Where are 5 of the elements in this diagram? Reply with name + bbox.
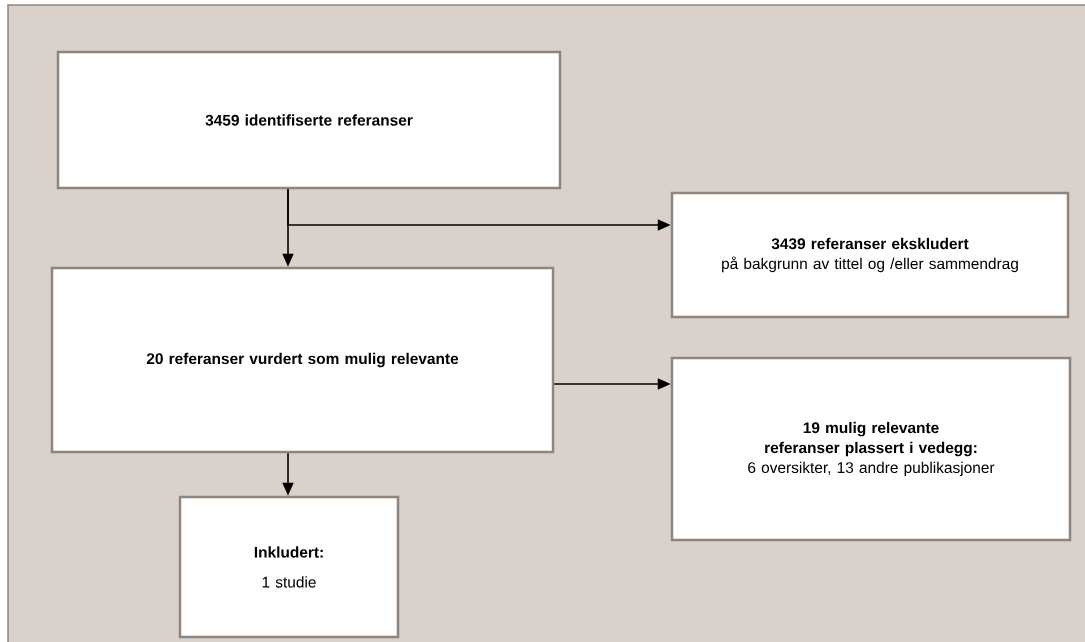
process-box: 19 mulig relevante referanser plassert i vedegg: 6 oversikter, 13 andre publikasjoner <box>670 356 1072 542</box>
process-box: 3459 identifiserte referanser <box>56 50 562 190</box>
process-box: 20 referanser vurdert som mulig relevante <box>50 266 555 454</box>
process-box: Inkludert: 1 studie <box>178 495 400 639</box>
process-box: 3439 referanser ekskludert på bakgrunn av tittel og /eller sammendrag <box>670 191 1070 319</box>
